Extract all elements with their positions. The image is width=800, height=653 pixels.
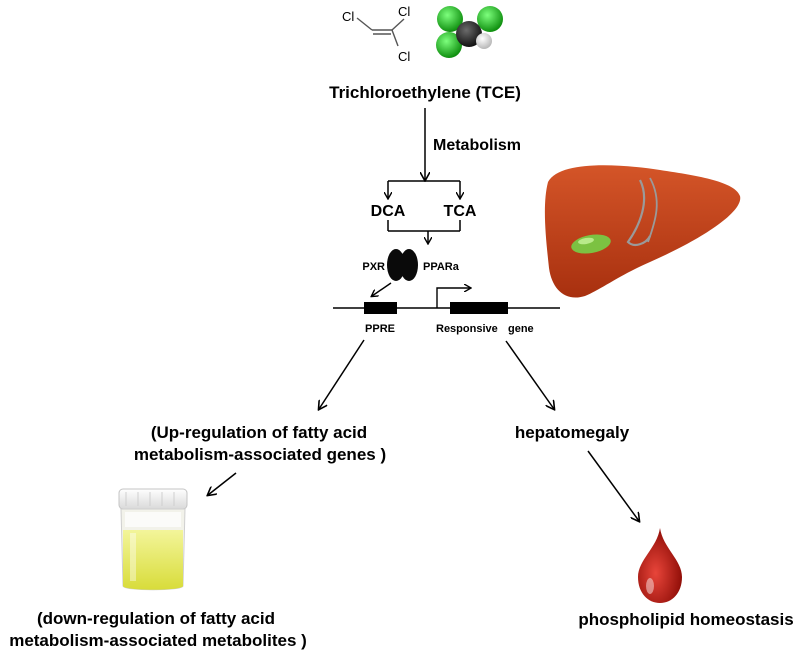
gene-label: gene (508, 323, 534, 335)
metabolism-label: Metabolism (433, 137, 521, 154)
receptor-pxr: PXR (362, 261, 385, 273)
urine-sample-cup-icon (118, 488, 188, 591)
receptor-dimer-icon (387, 249, 418, 281)
hepatomegaly-label: hepatomegaly (515, 423, 630, 442)
homeostasis-arrow (587, 450, 639, 521)
chlorine-label: Cl (342, 9, 354, 24)
metabolite-bracket (388, 180, 460, 243)
compound-name: Trichloroethylene (TCE) (329, 83, 521, 102)
chlorine-label: Cl (398, 49, 410, 64)
upregulation-line-1: (Up-regulation of fatty acid (151, 423, 367, 442)
liver-icon (544, 165, 741, 298)
ppre-element (364, 302, 397, 314)
hepatomegaly-arrow (505, 340, 554, 409)
metabolite-tca: TCA (444, 203, 477, 220)
metabolites-arrow (208, 472, 237, 495)
blood-drop-icon (638, 528, 682, 603)
upregulation-line-2: metabolism-associated genes ) (134, 445, 386, 464)
tce-structure (356, 17, 405, 47)
responsive-label: Responsive (436, 323, 498, 335)
phospholipid-homeostasis-label: phospholipid homeostasis (578, 610, 793, 629)
receptor-binding-arrow (372, 282, 392, 296)
upregulation-arrow (319, 339, 365, 409)
metabolite-dca: DCA (371, 203, 406, 220)
receptor-ppara: PPARa (423, 261, 460, 273)
transcription-start-arrow (436, 288, 470, 308)
molecule-model-icon (436, 6, 503, 58)
downregulation-line-2: metabolism-associated metabolites ) (9, 631, 307, 650)
downregulation-line-1: (down-regulation of fatty acid (37, 609, 275, 628)
chlorine-label: Cl (398, 4, 410, 19)
ppre-label: PPRE (365, 323, 395, 335)
responsive-gene-block (450, 302, 508, 314)
